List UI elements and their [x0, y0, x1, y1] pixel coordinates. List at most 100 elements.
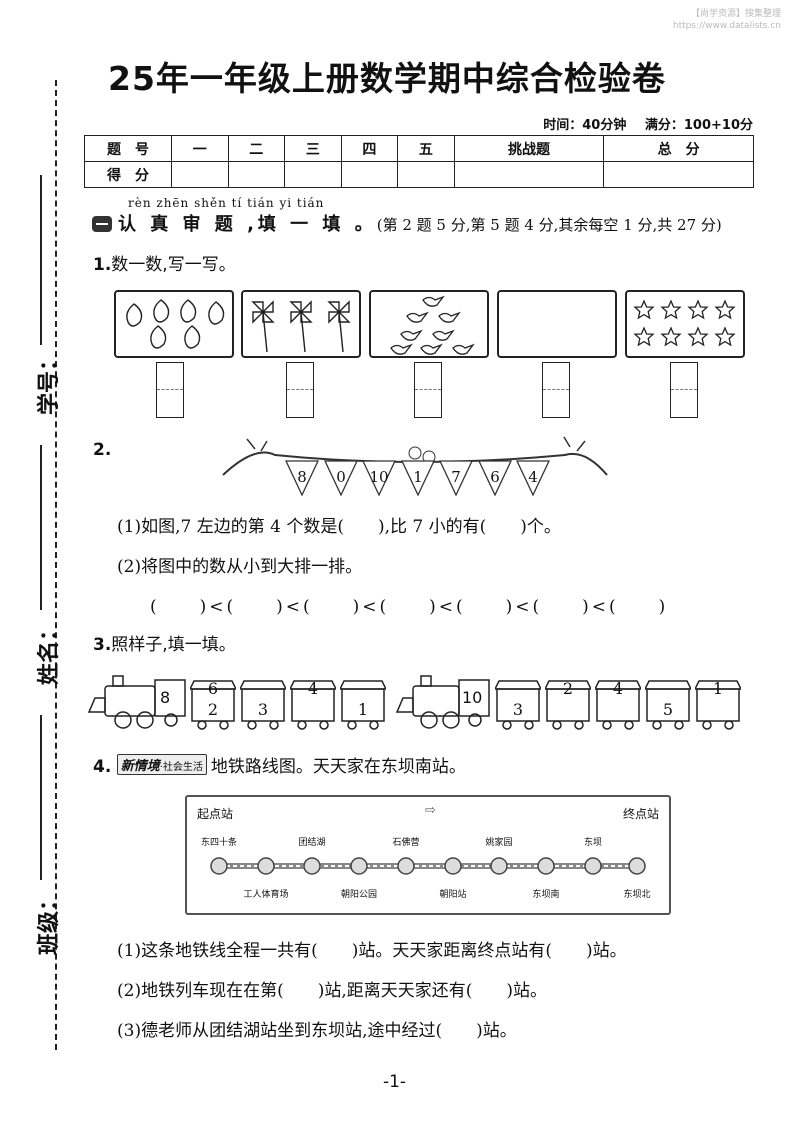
student-id-blank: [40, 175, 42, 345]
number-flag: 4: [516, 460, 550, 496]
station-label: 朝阳站: [439, 890, 467, 900]
train-car: 1: [695, 679, 741, 730]
picture-box-stars: [625, 290, 745, 358]
question-number: 1.: [93, 255, 112, 275]
question-text: 数一数,写一写。: [111, 255, 236, 275]
car-bottom-number: 1: [357, 700, 369, 719]
question-number: 2.: [93, 440, 112, 460]
class-blank: [40, 715, 42, 880]
score-cell[interactable]: [284, 161, 342, 188]
picture-box-pinwheels: [241, 290, 361, 358]
score-cell[interactable]: [397, 161, 455, 188]
section-note: (第 2 题 5 分,第 5 题 4 分,其余每空 1 分,共 27 分): [376, 216, 722, 234]
train-car: 2: [545, 679, 591, 730]
flag-number: 10: [369, 468, 389, 486]
car-bottom-number: 5: [662, 700, 674, 719]
train-car: 3: [240, 679, 286, 730]
flag-number: 8: [297, 468, 307, 486]
score-header-cell: 二: [227, 135, 286, 162]
metro-route-map: 起点站 ⇨ 终点站 东四十条 团结湖 石佛营 姚家园 东坝 工人体育场 朝阳公园…: [185, 795, 671, 915]
question-1: 1.数一数,写一写。: [93, 250, 236, 275]
train-engine-1: [87, 675, 186, 729]
engine-number: 8: [160, 688, 171, 707]
station-label: 东四十条: [200, 838, 238, 848]
name-label: 姓名：: [37, 618, 63, 686]
question-text: 照样子,填一填。: [111, 635, 236, 655]
section-title: 认 真 审 题 ,填 一 填 。: [118, 214, 377, 235]
question-2: 2.: [93, 440, 111, 460]
score-cell[interactable]: [227, 161, 286, 188]
picture-box-pears: [114, 290, 234, 358]
car-top-number: 1: [712, 679, 724, 698]
train-car: 5: [645, 679, 691, 730]
train-car: 4: [290, 679, 336, 730]
score-cell[interactable]: [340, 161, 399, 188]
car-top-number: 4: [307, 679, 319, 698]
score-table-header-row: 题 号 一 二 三 四 五 挑战题 总 分: [84, 135, 754, 162]
binding-dashed-line: [55, 80, 57, 1050]
station-label: 石佛营: [392, 838, 420, 848]
new-context-tag: 新情境·社会生活: [116, 754, 207, 775]
picture-box-birds: [369, 290, 489, 358]
picture-box-empty: [497, 290, 617, 358]
question-number: 3.: [93, 635, 112, 655]
section-pinyin: rèn zhēn shěn tí tián yi tián: [128, 196, 325, 210]
number-flag: 1: [401, 460, 435, 496]
score-header-cell: 挑战题: [453, 135, 605, 162]
question-4-part-3: (3)德老师从团结湖站坐到东坝站,途中经过( )站。: [117, 1021, 517, 1041]
flag-number: 0: [336, 468, 346, 486]
score-header-cell: 三: [284, 135, 342, 162]
answer-box[interactable]: [156, 362, 184, 418]
question-text: 地铁路线图。天天家在东坝南站。: [210, 757, 466, 777]
pinwheel-icons: [251, 300, 351, 353]
score-header-cell: 四: [340, 135, 399, 162]
section-number-badge: [92, 216, 112, 232]
student-id-label: 学号：: [37, 348, 63, 416]
station-label: 东坝南: [532, 890, 560, 900]
flag-number: 7: [451, 468, 461, 486]
car-top-number: 4: [612, 679, 624, 698]
answer-box[interactable]: [286, 362, 314, 418]
question-4-part-1: (1)这条地铁线全程一共有( )站。天天家距离终点站有( )站。: [117, 941, 627, 961]
direction-arrow-icon: ⇨: [425, 803, 436, 818]
score-row-label: 得 分: [84, 161, 172, 188]
star-icons: [634, 300, 735, 346]
end-station-label: 终点站: [622, 807, 659, 821]
score-cell[interactable]: [171, 161, 229, 188]
answer-box[interactable]: [542, 362, 570, 418]
flag-number: 6: [490, 468, 500, 486]
answer-box[interactable]: [670, 362, 698, 418]
watermark-line1: 【尚学资源】搜集整理: [690, 9, 781, 19]
number-flag: 8: [285, 460, 319, 496]
station-label: 朝阳公园: [340, 890, 378, 900]
metro-line: [210, 857, 646, 875]
class-label: 班级：: [37, 888, 63, 956]
engine-number: 10: [462, 688, 483, 707]
train-car: 4: [595, 679, 641, 730]
exam-time: 时间：40分钟: [543, 118, 627, 133]
car-top-number: 6: [207, 679, 219, 698]
station-label: 东坝北: [623, 890, 651, 900]
question-2-part-1: (1)如图,7 左边的第 4 个数是( ),比 7 小的有( )个。: [117, 517, 561, 537]
question-2-part-2: (2)将图中的数从小到大排一排。: [117, 557, 363, 577]
station-label: 东坝: [583, 838, 603, 848]
train-car: 1: [340, 679, 386, 730]
score-cell[interactable]: [603, 161, 754, 188]
page-number: -1-: [382, 1072, 407, 1092]
watermark: 【尚学资源】搜集整理 https://www.datalists.cn: [673, 8, 781, 32]
car-top-number: 2: [562, 679, 574, 698]
flag-number: 4: [528, 468, 538, 486]
number-flag: 7: [439, 460, 473, 496]
exam-meta: 时间：40分钟 满分：100+10分: [529, 114, 753, 133]
ordering-blanks: ( )<( )<( )<( )<( )<( )<( ): [150, 597, 669, 617]
tag-social-life: ·社会生活: [159, 762, 203, 773]
page-title: 25年一年级上册数学期中综合检验卷: [108, 59, 666, 98]
score-table: 题 号 一 二 三 四 五 挑战题 总 分 得 分: [84, 135, 754, 188]
exam-full-score: 满分：100+10分: [644, 118, 753, 133]
score-cell[interactable]: [453, 161, 605, 188]
number-flag: 10: [362, 460, 396, 496]
answer-box[interactable]: [414, 362, 442, 418]
bird-icons: [390, 295, 475, 355]
car-bottom-number: 2: [207, 700, 219, 719]
